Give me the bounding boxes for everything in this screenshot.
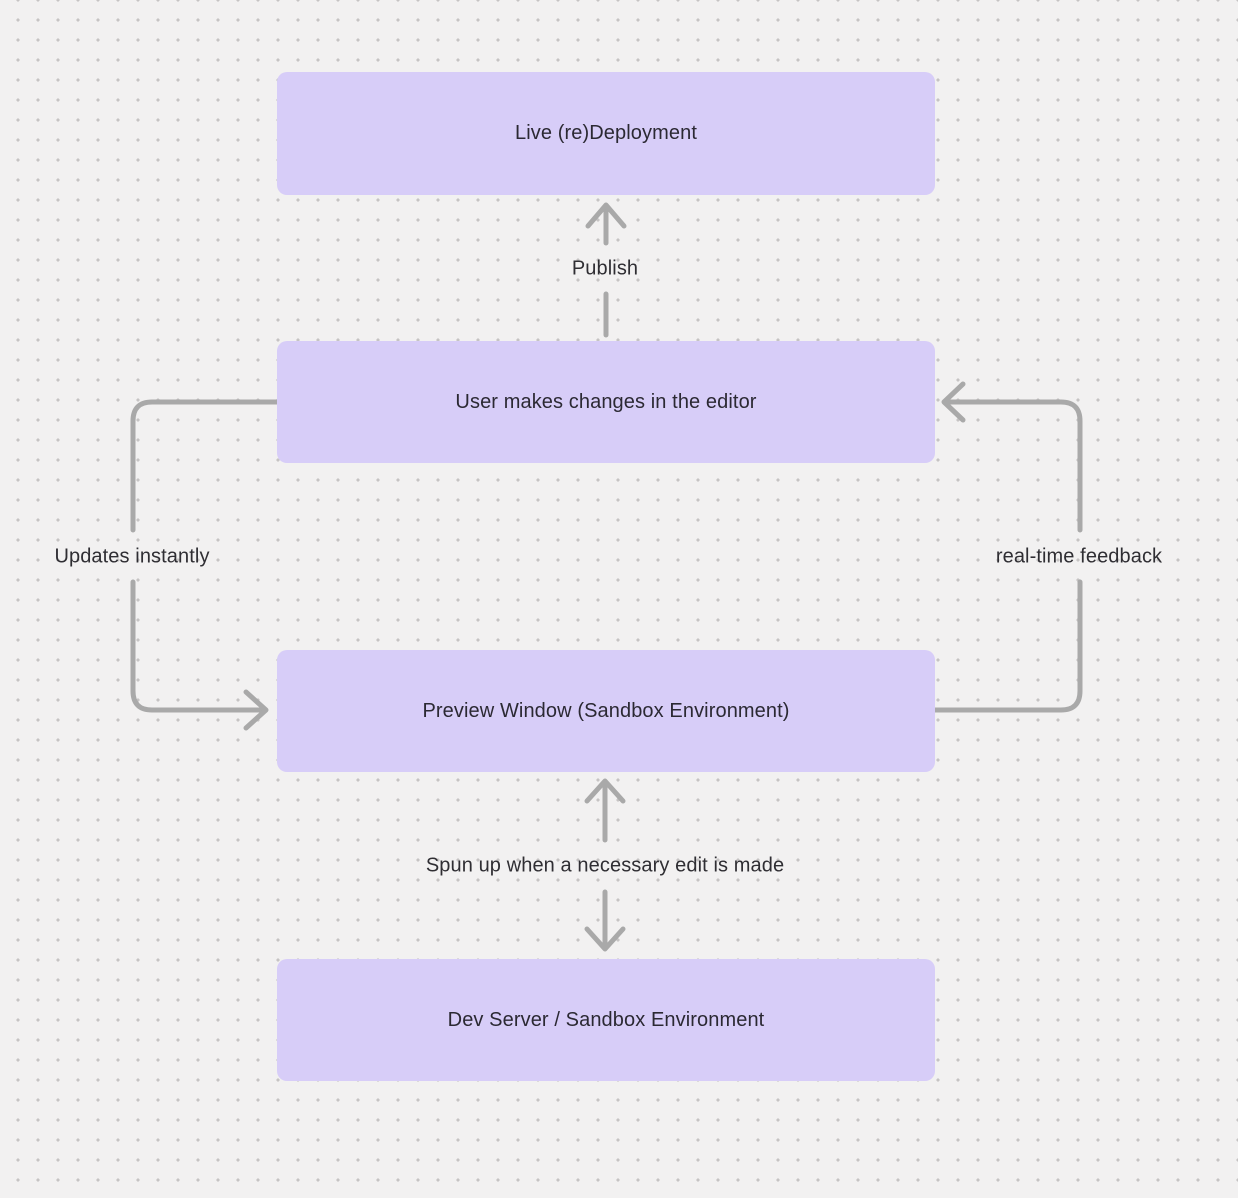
edge-label-spun-up: Spun up when a necessary edit is made [425,854,785,877]
edge-label-updates-instantly: Updates instantly [54,545,210,568]
node-dev-server: Dev Server / Sandbox Environment [277,959,935,1081]
node-live-deployment: Live (re)Deployment [277,72,935,195]
node-live-deployment-label: Live (re)Deployment [515,122,697,144]
node-preview-window: Preview Window (Sandbox Environment) [277,650,935,772]
node-user-edits-label: User makes changes in the editor [455,390,757,413]
node-preview-window-label: Preview Window (Sandbox Environment) [422,699,790,722]
node-dev-server-label: Dev Server / Sandbox Environment [447,1008,765,1031]
node-user-edits: User makes changes in the editor [277,341,935,463]
edge-label-realtime-feedback: real-time feedback [995,545,1163,568]
edge-label-publish: Publish [571,257,639,280]
